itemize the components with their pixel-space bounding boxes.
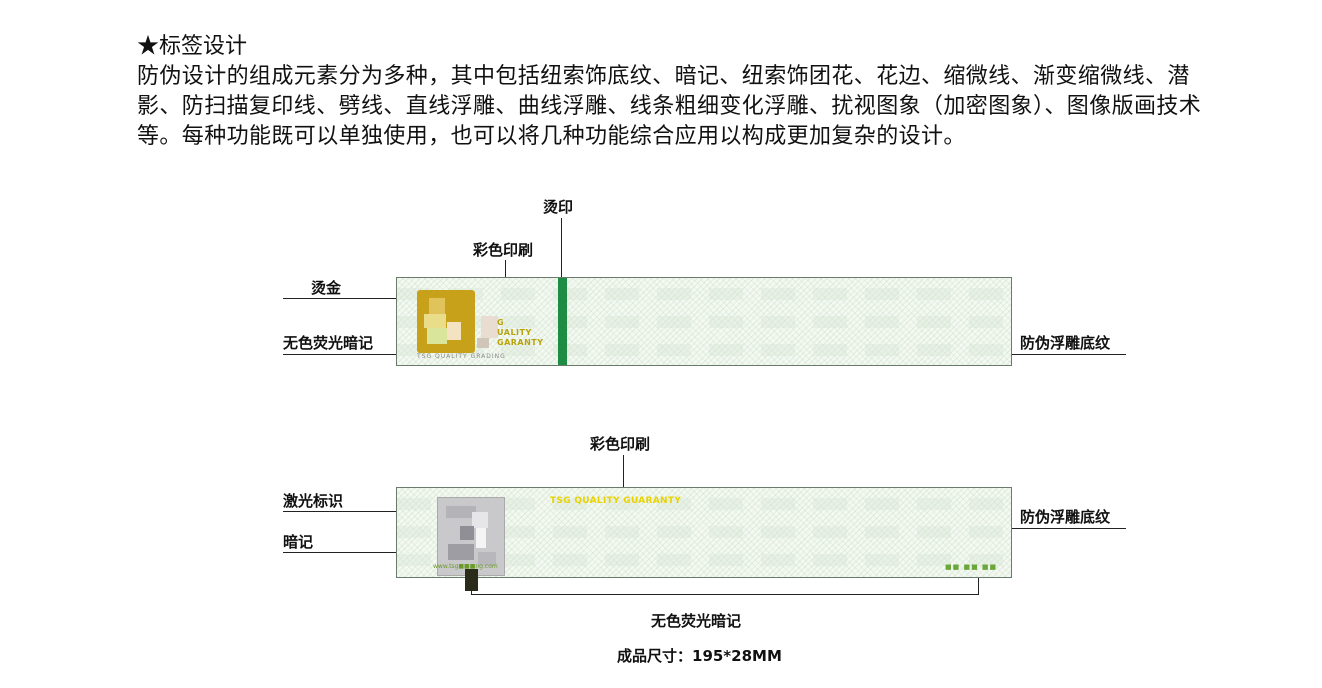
leader-color-print — [623, 455, 624, 500]
leader-relief-pattern — [983, 354, 1126, 355]
strip-text-line: GARANTY — [497, 338, 544, 347]
leader-invisible-fluorescent — [283, 354, 443, 355]
fluorescent-mark-tab — [465, 569, 478, 591]
mosaic-tile — [448, 544, 474, 560]
mosaic-tile — [476, 528, 486, 548]
label-invisible-fluorescent: 无色荧光暗记 — [283, 334, 374, 352]
mosaic-tile — [472, 512, 488, 528]
label-laser-mark: 激光标识 — [283, 492, 344, 510]
label-strip-back: TSG QUALITY GUARANTY www.tsg■■■ng.com ■■… — [396, 487, 1012, 578]
strip-text-line: G — [497, 318, 505, 327]
relief-row — [397, 526, 1011, 538]
label-color-print: 彩色印刷 — [590, 435, 651, 453]
mosaic-tile — [446, 506, 476, 518]
leader-fluorescent-right — [978, 578, 979, 594]
relief-row — [397, 316, 1011, 328]
relief-row — [397, 288, 1011, 300]
label-strip-front: G UALITY GARANTY TSG QUALITY GRADING — [396, 277, 1012, 366]
mosaic-tile — [429, 298, 445, 314]
mosaic-tile — [424, 314, 446, 328]
strip-slogan: TSG QUALITY GUARANTY — [550, 496, 682, 506]
laser-hologram — [437, 497, 505, 576]
label-invisible-fluorescent: 无色荧光暗记 — [651, 612, 742, 630]
intro-paragraph: 防伪设计的组成元素分为多种，其中包括纽索饰底纹、暗记、纽索饰团花、花边、缩微线、… — [137, 64, 1202, 149]
leader-hot-stamp — [561, 218, 562, 278]
strip-footer-text: TSG QUALITY GRADING — [417, 353, 506, 360]
section-heading: ★标签设计 — [137, 34, 248, 59]
strip-text-line: UALITY — [497, 328, 532, 337]
leader-gold-foil — [283, 298, 428, 299]
label-hidden-mark: 暗记 — [283, 533, 314, 551]
leader-hidden-mark — [283, 552, 407, 553]
strip-url: www.tsg■■■ng.com — [433, 563, 498, 570]
mosaic-tile — [477, 338, 489, 348]
mosaic-tile — [447, 322, 461, 340]
label-relief-pattern: 防伪浮雕底纹 — [1020, 334, 1111, 352]
mosaic-tile — [481, 316, 498, 338]
intro-section: ★标签设计 防伪设计的组成元素分为多种，其中包括纽索饰底纹、暗记、纽索饰团花、花… — [137, 32, 1217, 152]
leader-fluorescent-bracket — [471, 594, 979, 595]
relief-row — [397, 498, 1011, 510]
product-size: 成品尺寸：195*28MM — [617, 647, 782, 665]
leader-laser-mark — [283, 511, 463, 512]
label-relief-pattern: 防伪浮雕底纹 — [1020, 508, 1111, 526]
hot-stamp-band — [558, 278, 567, 365]
label-gold-foil: 烫金 — [311, 279, 342, 297]
leader-relief-pattern — [983, 528, 1126, 529]
mosaic-tile — [478, 552, 496, 566]
relief-row — [397, 554, 1011, 566]
label-color-print: 彩色印刷 — [473, 241, 534, 259]
label-hot-stamp: 烫印 — [543, 198, 574, 216]
strip-hidden-marks: ■■ ■■ ■■ — [945, 563, 998, 571]
mosaic-tile — [460, 526, 474, 540]
mosaic-tile — [427, 328, 447, 344]
relief-row — [397, 344, 1011, 356]
